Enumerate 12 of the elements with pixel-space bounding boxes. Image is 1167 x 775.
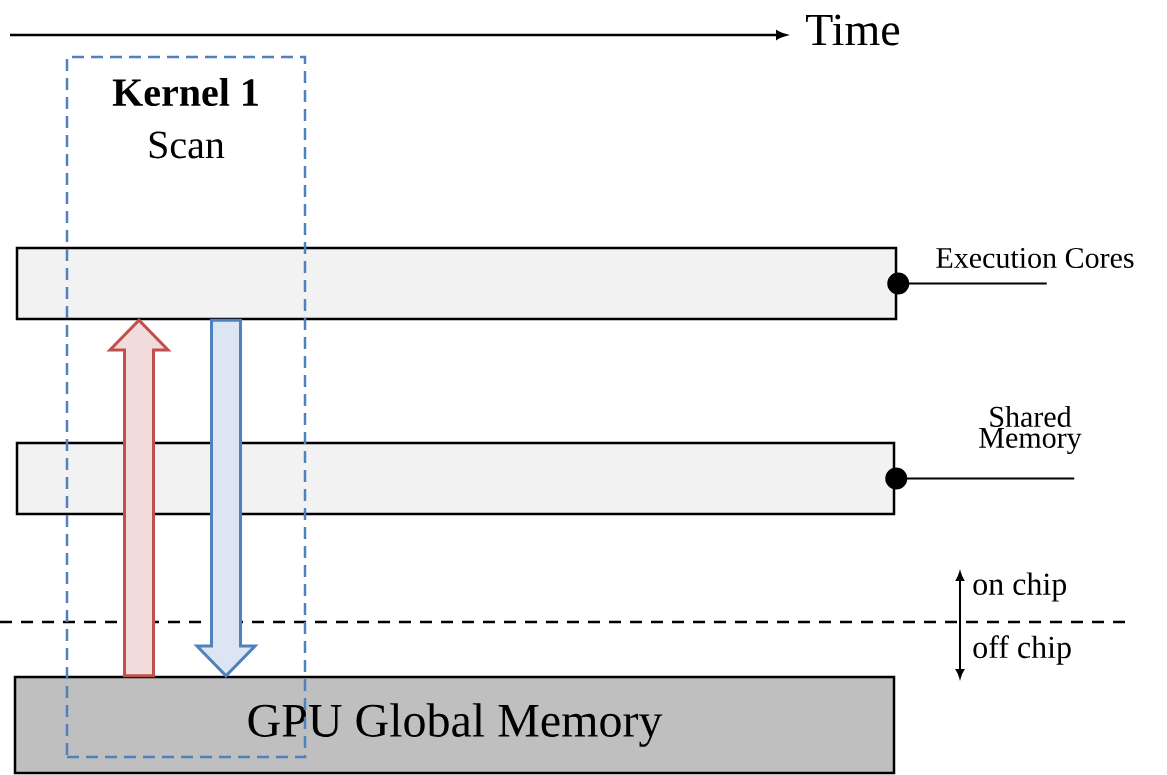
chip-label: on chip xyxy=(973,572,1067,602)
memory-box: GPU Global Memory xyxy=(13,675,896,775)
block-arrow xyxy=(193,318,259,678)
block-arrow xyxy=(106,318,172,678)
bar xyxy=(15,441,896,516)
time-label: Time xyxy=(806,14,900,46)
bar xyxy=(15,246,898,321)
bar-label: Shared Memory xyxy=(979,405,1082,455)
leader-line xyxy=(887,272,1048,295)
chip-label: off chip xyxy=(973,635,1071,665)
bar-label: Execution Cores xyxy=(936,247,1134,269)
leader-line xyxy=(885,467,1076,490)
